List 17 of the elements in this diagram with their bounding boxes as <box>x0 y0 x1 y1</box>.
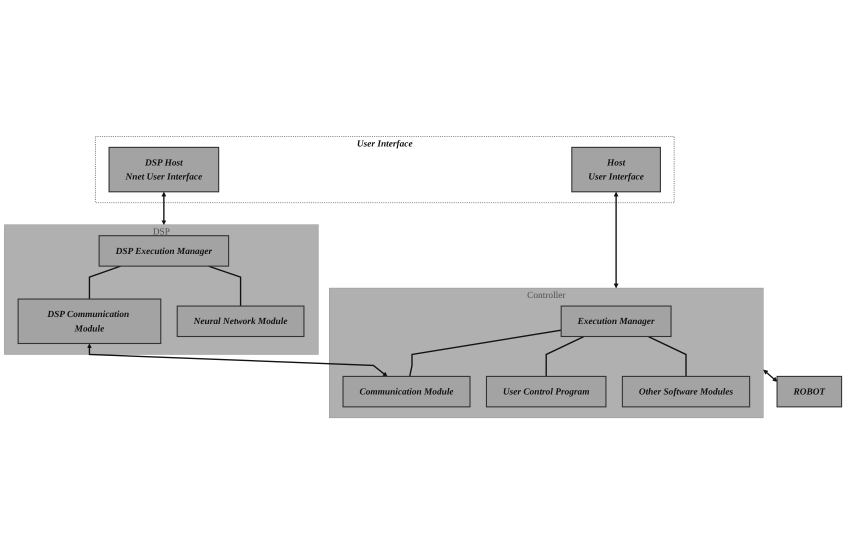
node-box: Execution Manager <box>560 306 672 338</box>
node-box: DSP Communication Module <box>18 298 162 344</box>
node-box: Neural Network Module <box>176 306 304 338</box>
arrow <box>161 192 166 226</box>
connector <box>409 330 562 377</box>
arrow <box>87 344 388 378</box>
node-box: DSP Host Nnet User Interface <box>108 147 220 193</box>
node-box: Host User Interface <box>571 147 661 193</box>
connector <box>648 336 687 377</box>
arrow <box>763 370 778 382</box>
node-box: User Control Program <box>486 376 606 408</box>
node-box: Communication Module <box>342 376 471 408</box>
node-box: Other Software Modules <box>622 376 750 408</box>
node-box: DSP Execution Manager <box>98 236 230 268</box>
arrow <box>614 192 619 289</box>
node-box: ROBOT <box>776 376 842 408</box>
connector <box>546 336 584 377</box>
